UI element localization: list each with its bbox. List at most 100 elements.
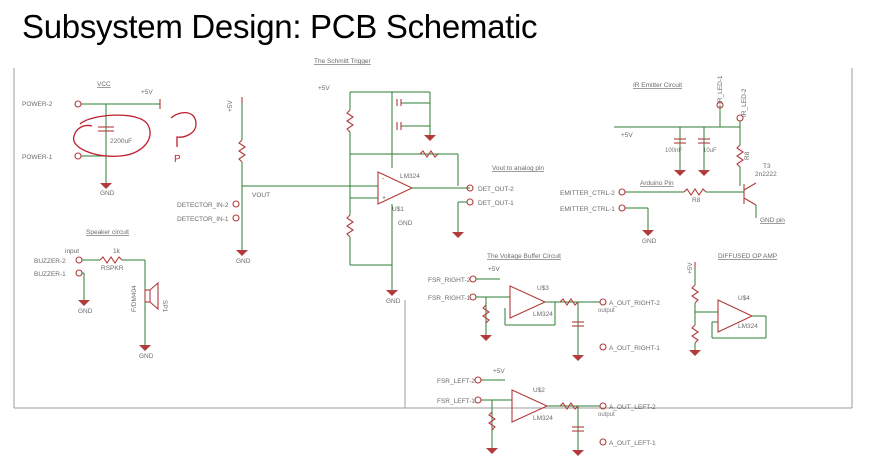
gnd-symbol (674, 170, 686, 176)
gnd-symbol (386, 290, 398, 296)
gnd-label: GND (386, 298, 401, 305)
det-out2-label: DET_OUT-2 (478, 186, 514, 193)
fsr-right2-label: FSR_RIGHT-2 (428, 277, 471, 284)
buffer-resistor (482, 304, 490, 324)
gnd-label: GND (100, 190, 115, 197)
emitter-ctrl1-label: EMITTER_CTRL-1 (560, 206, 615, 213)
gnd-symbol (642, 230, 654, 236)
schmitt-u1-label: U$1 (392, 206, 404, 213)
hand-drawn-p: P (174, 154, 181, 165)
output-label-right: output (598, 308, 615, 314)
slide-title: Subsystem Design: PCB Schematic (22, 8, 538, 45)
opamp-minus-sign: - (382, 176, 385, 183)
gnd-symbol (236, 250, 248, 256)
schmitt-lm324-label: LM324 (400, 173, 420, 180)
input-label: input (65, 248, 79, 255)
ir-section-title: IR Emitter Circuit (633, 82, 682, 89)
diffused-lm324-label: LM324 (738, 323, 758, 330)
transistor-emitter (743, 197, 757, 206)
buzzer2-label: BUZZER-2 (34, 258, 66, 265)
detector-plus5v-label: +5V (227, 100, 234, 112)
buffer-u2-label: U$2 (533, 387, 545, 394)
ir-c10uf-label: 10uF (703, 148, 717, 154)
det-out1-label: DET_OUT-1 (478, 200, 514, 207)
buffer-left-plus5v-label: +5V (493, 368, 505, 375)
schmitt-resistor (346, 109, 354, 133)
opamp-plus-sign: + (382, 195, 386, 202)
emitter-ctrl2-label: EMITTER_CTRL-2 (560, 190, 615, 197)
buffer-left-opamp (511, 389, 549, 423)
diffused-resistor (691, 284, 699, 304)
vout-label: VOUT (252, 192, 270, 199)
power1-pin (74, 152, 82, 160)
vcc-section-title: VCC (97, 81, 111, 88)
ir-led1-label: IR_LED-1 (717, 75, 724, 104)
a-out-left1-label: A_OUT_LEFT-1 (609, 440, 656, 447)
rspkr-resistor (99, 256, 123, 264)
output-label-left: output (598, 412, 615, 418)
gnd-pin-label: GND pin (760, 217, 785, 224)
fsr-left2-label: FSR_LEFT-2 (437, 378, 475, 385)
gnd-label: GND (78, 308, 93, 315)
ir-led2-label: IR_LED-2 (741, 88, 748, 117)
gnd-symbol (100, 183, 112, 189)
ir-c100nf-label: 100nF (665, 148, 682, 154)
gnd-symbol (424, 135, 436, 141)
schmitt-gnd-label: GND (398, 220, 413, 227)
buffer-right-opamp (509, 285, 547, 319)
buffer-section-title: The Voltage Buffer Circuit (487, 253, 561, 260)
detector-in1-pin (232, 214, 240, 222)
buffer-right-lm324-label: LM324 (533, 311, 553, 318)
speaker-body (144, 289, 151, 303)
buffer-out-resistor (559, 298, 579, 306)
hand-drawn-question-mark (170, 112, 197, 147)
r1k-label: 1k (113, 248, 121, 255)
fsr-right1-label: FSR_RIGHT-1 (428, 295, 471, 302)
t3-part-label: 2n2222 (755, 171, 777, 178)
a-out-right1-label: A_OUT_RIGHT-1 (609, 345, 660, 352)
fsr-right1-pin (469, 293, 477, 301)
speaker-cone (149, 281, 159, 311)
detector-resistor (238, 139, 246, 163)
gnd-symbol (698, 170, 710, 176)
r8-resistor (736, 144, 744, 168)
ir-plus5v-label: +5V (621, 132, 633, 139)
gnd-symbol (480, 335, 492, 341)
diffused-section-title: DIFFUSED OP AMP (718, 253, 777, 260)
speaker-section-title: Speaker circuit (86, 229, 129, 236)
a-out-left2-label: A_OUT_LEFT-2 (609, 404, 656, 411)
detector-in2-label: DETECTOR_IN-2 (177, 202, 229, 209)
emitter-ctrl1-pin (618, 204, 626, 212)
gnd-symbol (486, 448, 498, 454)
a-out-left1-pin (599, 438, 607, 446)
schmitt-section-title: The Schmitt Trigger (314, 58, 372, 65)
vcc-plus5v-label: +5V (141, 89, 153, 96)
buffer-left-out-resistor (559, 402, 579, 410)
gnd-label: GND (236, 258, 251, 265)
buffer-plus5v-label: +5V (488, 266, 500, 273)
det-out1-pin (466, 198, 474, 206)
a-out-left2-pin (599, 402, 607, 410)
schmitt-resistor (346, 214, 354, 238)
diffused-opamp (717, 299, 754, 333)
fsr-left1-pin (474, 396, 482, 404)
diffused-plus5v-label: +5V (687, 262, 694, 274)
buffer-left-resistor (488, 411, 496, 431)
power1-label: POWER-1 (22, 154, 53, 161)
buzzer1-label: BUZZER-1 (34, 271, 66, 278)
rb-label: R8 (692, 197, 701, 204)
gnd-symbol (78, 300, 90, 306)
buffer-u3-label: U$3 (537, 285, 549, 292)
power2-pin (74, 100, 82, 108)
fsr-left1-label: FSR_LEFT-1 (437, 398, 475, 405)
fsr-left2-pin (474, 376, 482, 384)
rspkr-label: RSPKR (101, 265, 124, 272)
arduino-pin-label: Arduino Pin (640, 180, 674, 187)
buzzer1-pin (75, 269, 83, 277)
gnd-symbol (452, 232, 464, 238)
feedback-resistor (419, 150, 439, 158)
gnd-symbol (572, 355, 584, 361)
detector-in1-label: DETECTOR_IN-1 (177, 216, 229, 223)
buffer-left-lm324-label: LM324 (533, 415, 553, 422)
